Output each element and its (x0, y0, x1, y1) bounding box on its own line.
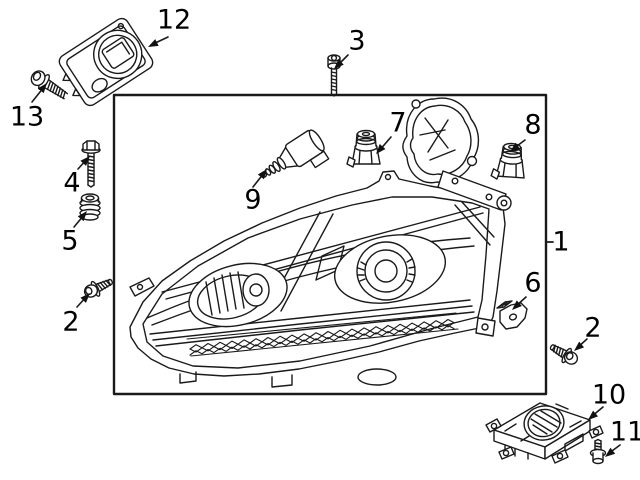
part-5-grommet-drawing (79, 193, 101, 221)
callout-arrow-2-left (76, 293, 90, 308)
callout-arrow-12 (148, 36, 169, 47)
callout-arrow-8 (510, 139, 526, 152)
part-2-left-screw-drawing (83, 278, 114, 298)
part-11-screw-drawing (589, 438, 607, 465)
callout-label-2-right: 2 (584, 312, 602, 344)
callout-label-7: 7 (389, 107, 407, 139)
callout-label-6: 6 (524, 267, 542, 299)
callout-label-1: 1 (552, 226, 570, 258)
callout-label-12: 12 (156, 4, 192, 36)
mesh-band (186, 312, 459, 357)
callout-arrow-7 (376, 136, 392, 154)
part-4-bolt-drawing (81, 140, 101, 188)
part-2-right-screw-drawing (549, 344, 579, 365)
callout-arrow-2-right (574, 338, 588, 351)
part-10-module-drawing (485, 402, 604, 464)
part-12-module-drawing (58, 17, 154, 107)
part-7-bulb-drawing (346, 129, 381, 168)
callout-arrow-6 (512, 296, 527, 310)
part-3-bolt-drawing (327, 54, 341, 97)
callout-label-5: 5 (61, 225, 79, 257)
callout-arrow-5 (73, 211, 87, 228)
callout-arrows (31, 36, 621, 457)
callout-arrow-13 (31, 83, 47, 103)
rear-cap-drawing (402, 97, 480, 184)
part-6-clip-drawing (496, 300, 528, 330)
callout-arrow-11 (605, 444, 621, 457)
callout-arrow-4 (77, 156, 90, 170)
callout-label-13: 13 (9, 101, 45, 133)
callout-label-8: 8 (524, 109, 542, 141)
callout-label-10: 10 (591, 379, 627, 411)
callout-arrow-9 (252, 169, 267, 188)
right-projector-drawing (333, 234, 447, 304)
callout-label-2-left: 2 (62, 306, 80, 338)
callout-arrow-3 (334, 54, 349, 69)
left-projector-drawing (188, 262, 288, 328)
headlamp-assembly-drawing (129, 97, 528, 388)
callout-label-9: 9 (244, 184, 262, 216)
callout-arrow-10 (588, 406, 604, 420)
callout-label-3: 3 (348, 25, 366, 57)
upper-bracket-drawing (437, 170, 512, 211)
callout-label-11: 11 (609, 416, 640, 448)
callout-label-4: 4 (63, 167, 81, 199)
